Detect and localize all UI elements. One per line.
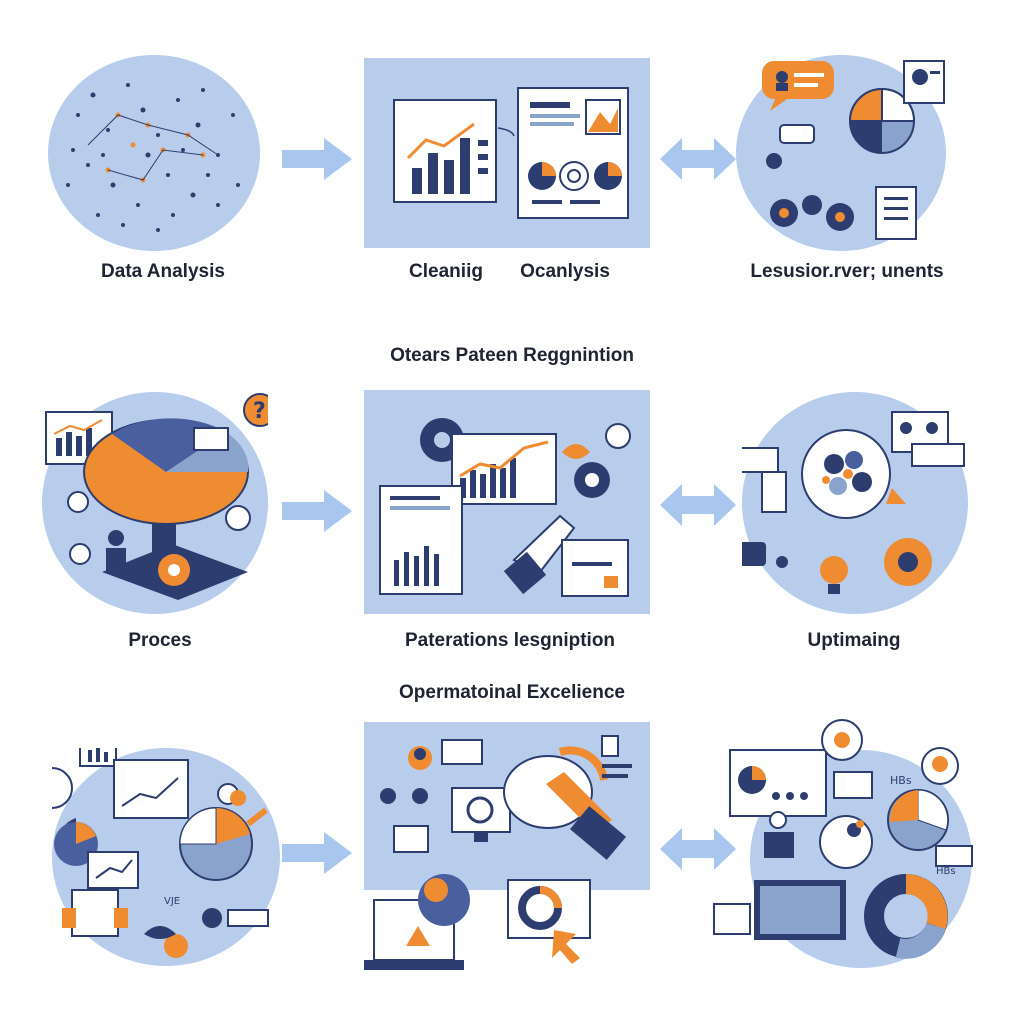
pie-chart-icon	[738, 766, 766, 794]
donut-chart-icon	[518, 886, 562, 930]
pattern-recognition-panel	[364, 390, 650, 614]
hand-icon	[546, 772, 627, 860]
operations-center-panel	[364, 722, 650, 970]
solutions-panel	[736, 55, 946, 251]
double-arrow-icon	[660, 484, 736, 526]
arrow-right-icon	[282, 490, 352, 532]
gear-icon	[574, 462, 610, 498]
operations-right-panel: HBs HBs	[713, 719, 973, 968]
question-icon: ?	[243, 393, 268, 427]
data-analysis-panel	[48, 55, 260, 251]
section-heading-operational-excellence: Opermatoinal Excelience	[399, 682, 625, 703]
person-icon	[764, 811, 794, 858]
donut-chart-icon	[864, 874, 948, 959]
label-solutions: Lesusior.rver; unents	[750, 261, 944, 282]
gear-icon	[884, 538, 932, 586]
person-icon	[106, 530, 126, 572]
pie-chart-icon	[887, 789, 949, 851]
small-text-vje: VJE	[164, 896, 180, 907]
hb-text-2: HBs	[936, 866, 956, 877]
hb-text: HBs	[890, 774, 912, 787]
chat-bubble-icon	[762, 61, 834, 111]
section-heading-pattern-recognition: Otears Pateen Reggnintion	[390, 345, 634, 366]
lightbulb-icon	[921, 747, 959, 785]
svg-text:?: ?	[253, 399, 266, 424]
operations-left-panel: VJE	[52, 748, 280, 966]
double-arrow-icon	[660, 828, 736, 870]
pie-chart-icon	[848, 87, 916, 154]
person-icon	[408, 746, 432, 770]
optimizing-panel	[742, 392, 968, 614]
arrow-right-icon	[282, 138, 352, 180]
pie-chart-icon	[179, 807, 253, 881]
lightbulb-icon	[820, 556, 848, 594]
label-data-analysis: Data Analysis	[101, 261, 225, 282]
laptop-icon	[754, 880, 846, 940]
arrow-right-icon	[282, 832, 352, 874]
double-arrow-icon	[660, 138, 736, 180]
process-panel: ?	[42, 392, 268, 614]
label-pattern-recognition: Paterations lesgniption	[404, 630, 616, 651]
scatter-icon	[66, 83, 240, 232]
cleaning-panel	[364, 58, 650, 248]
label-ocanlysis: Ocanlysis	[520, 261, 610, 282]
label-optimizing: Uptimaing	[807, 630, 901, 651]
document-icon	[517, 87, 629, 219]
label-cleaning: Cleaniig	[409, 261, 483, 282]
label-process: Proces	[128, 630, 192, 651]
hand-icon	[503, 514, 576, 595]
bar-chart-icon	[393, 99, 497, 203]
